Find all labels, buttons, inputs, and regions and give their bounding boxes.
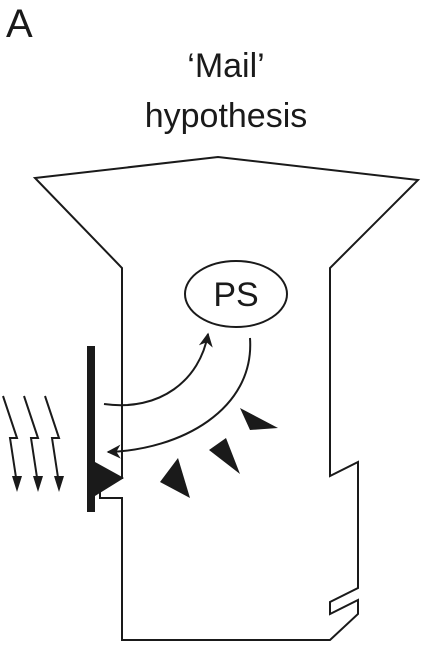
cargo-triangle (240, 408, 278, 430)
stimulus-arrows (2, 395, 61, 485)
title-line-1: ‘Mail’ (187, 47, 265, 85)
stimulus-arrowhead (12, 476, 22, 492)
stimulus-arrow (23, 395, 40, 485)
stimulus-arrowhead (54, 476, 64, 492)
ps-label: PS (213, 276, 258, 314)
panel-label: A (6, 2, 33, 46)
cargo-triangle (160, 458, 190, 498)
stimulus-arrowhead (33, 476, 43, 492)
stimulus-arrow (44, 395, 61, 485)
stimulus-arrow (2, 395, 19, 485)
ps-ellipse (184, 260, 288, 328)
title-line-2: hypothesis (144, 97, 308, 135)
cargo-triangle (209, 438, 240, 474)
stimulus-arrowheads (12, 476, 64, 492)
membrane-wedge (95, 462, 124, 496)
signal-arrow-to-ps (103, 332, 213, 407)
return-arrow-to-membrane (106, 337, 252, 459)
stimulated-membrane-bar (87, 346, 95, 512)
